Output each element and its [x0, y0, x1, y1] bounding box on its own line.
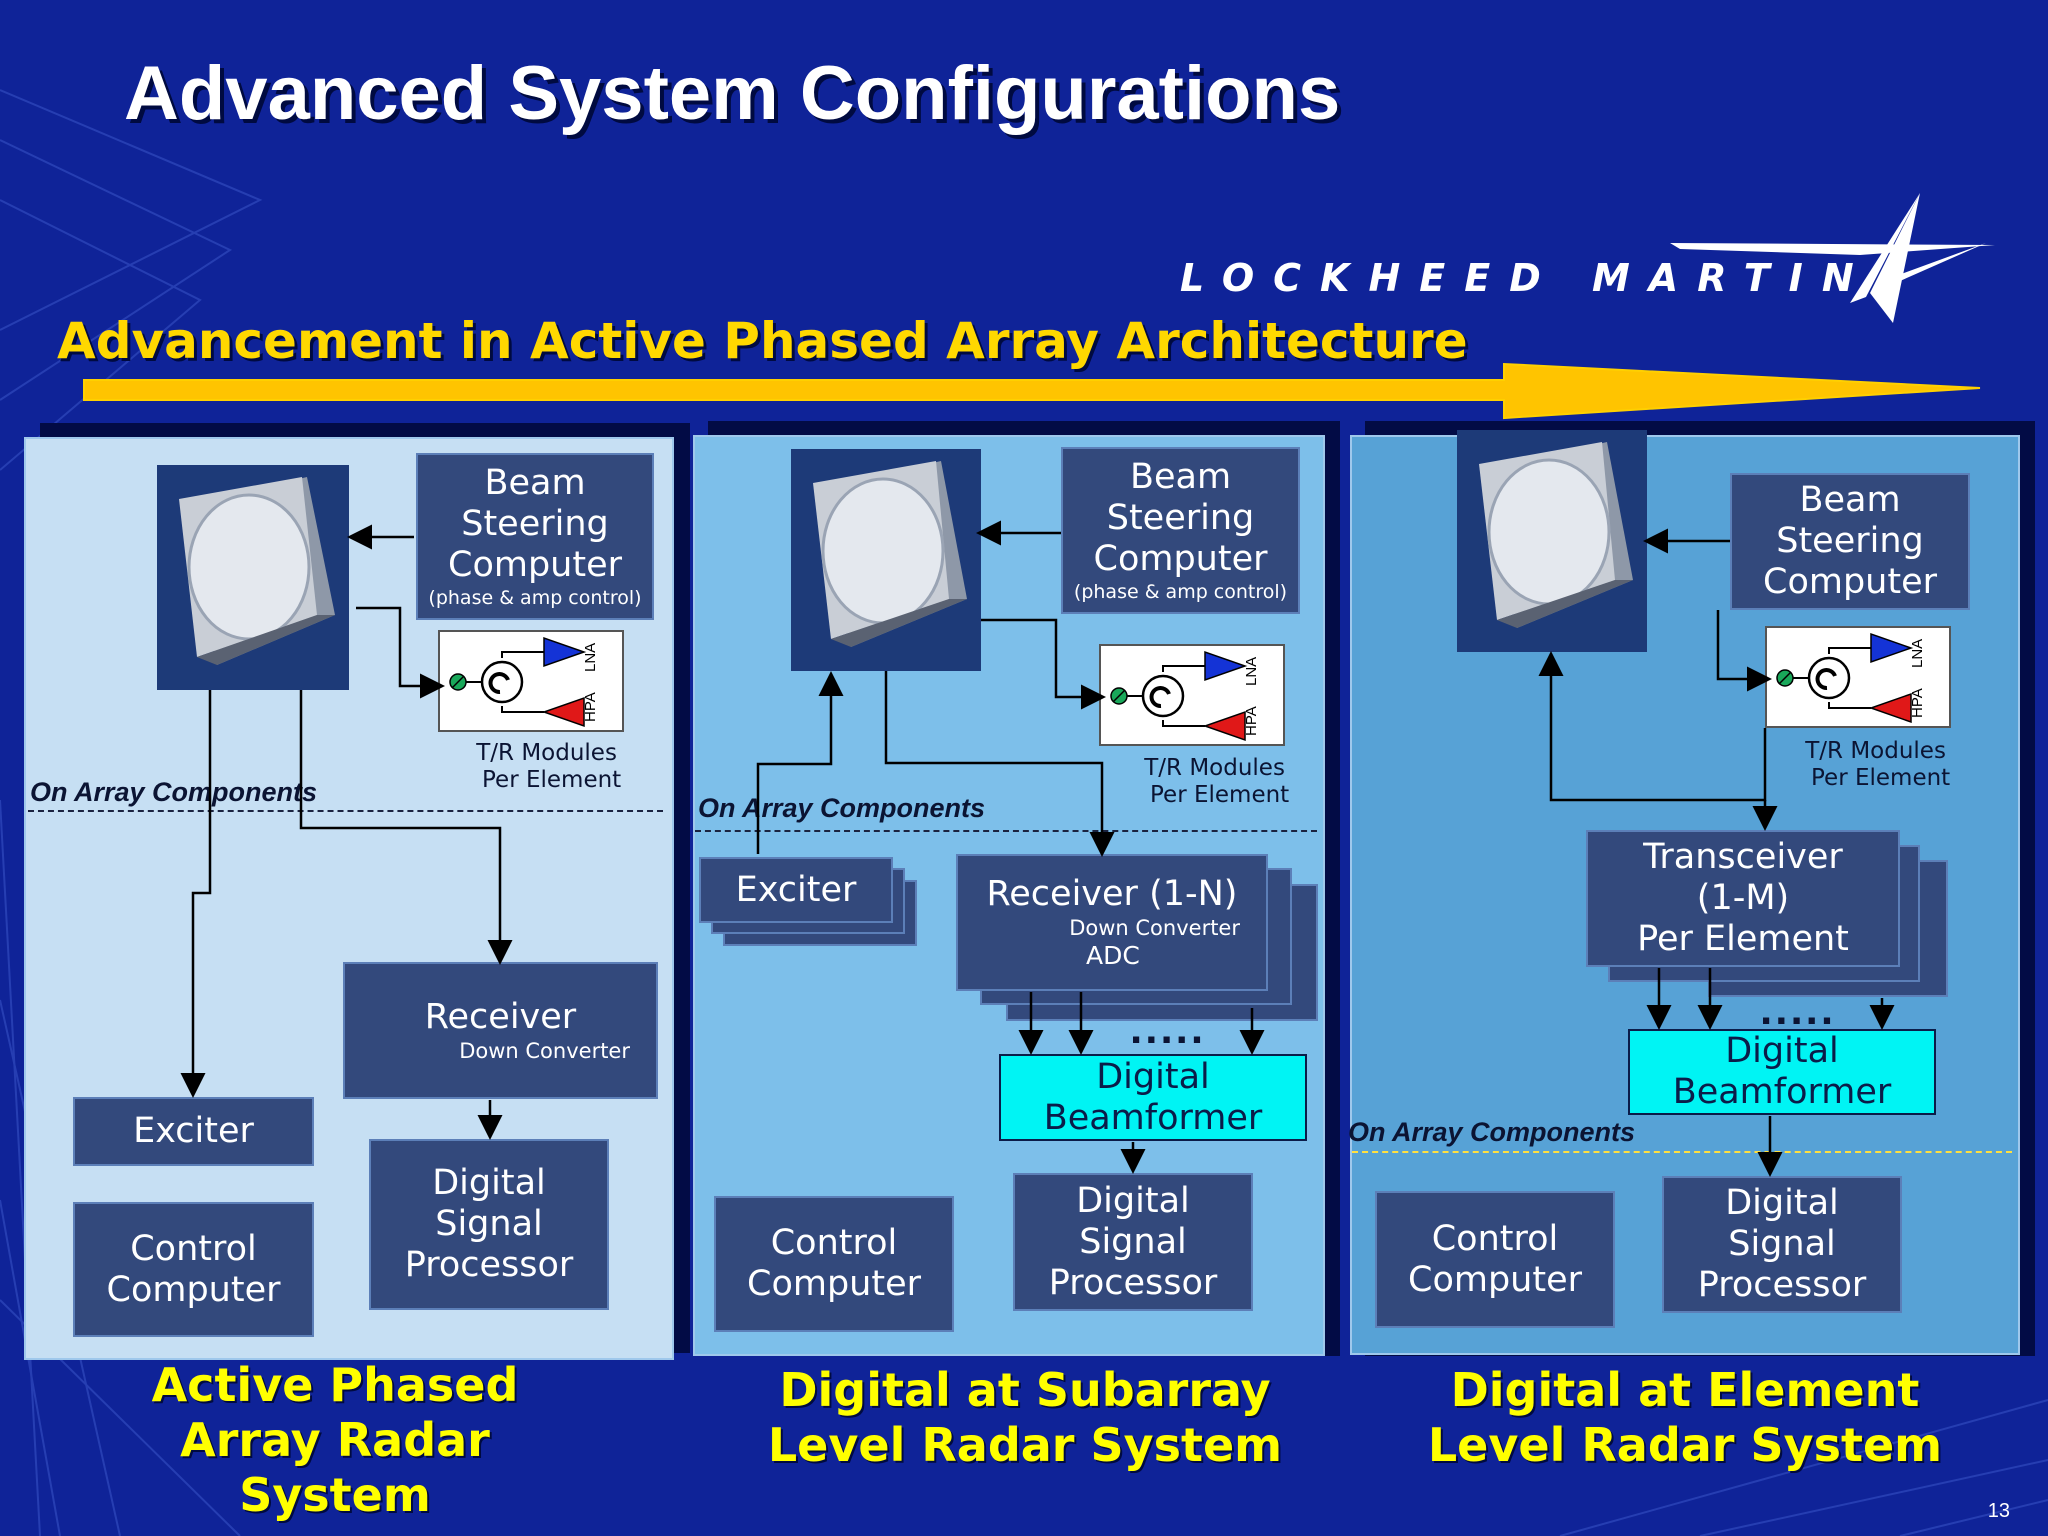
control-line: Computer: [1408, 1259, 1582, 1300]
lockheed-martin-logo-text: LOCKHEED MARTIN: [1180, 256, 1873, 300]
beam-steering-line: Beam: [484, 463, 586, 503]
beam-steering-line: Steering: [461, 504, 609, 544]
beam-steering-line: Computer: [448, 545, 622, 585]
beamformer-line: Digital: [1725, 1031, 1839, 1071]
dsp-line: Digital: [1076, 1180, 1190, 1221]
beam-steering-computer: Beam Steering Computer (phase & amp cont…: [416, 453, 654, 620]
beam-steering-line: Beam: [1799, 480, 1901, 520]
antenna-image: [157, 465, 349, 690]
dsp-line: Signal: [1079, 1221, 1187, 1262]
on-array-components-label: On Array Components: [1348, 1117, 1636, 1147]
on-array-divider: [28, 810, 663, 812]
lockheed-martin-star-icon: [1670, 193, 1995, 323]
arrow-tr-to-antenna: [1538, 651, 1767, 802]
beam-steering-line: Beam: [1129, 457, 1232, 497]
beamformer-line: Digital: [1096, 1056, 1210, 1097]
dsp-line: Signal: [435, 1204, 543, 1244]
exciter-label: Exciter: [735, 869, 857, 910]
digital-signal-processor-box: Digital Signal Processor: [369, 1139, 609, 1310]
control-computer-box: Control Computer: [1375, 1191, 1615, 1328]
exciter-label: Exciter: [133, 1111, 254, 1151]
beam-steering-note: (phase & amp control): [428, 587, 642, 609]
tr-modules-label: T/R Modules Per Element: [476, 740, 622, 793]
beam-steering-line: Computer: [1763, 562, 1937, 602]
control-computer-box: Control Computer: [714, 1196, 954, 1332]
dsp-line: Signal: [1728, 1224, 1836, 1264]
arrow-exciter-to-antenna: [756, 671, 844, 854]
transceiver-line: (1-M): [1696, 878, 1790, 918]
receiver-label: Receiver: [424, 997, 577, 1037]
dsp-line: Digital: [432, 1163, 546, 1203]
dsp-line: Digital: [1725, 1183, 1839, 1223]
arrow-antenna-to-exciter: [180, 690, 212, 1098]
tr-modules-label: T/R Modules Per Element: [1805, 738, 1951, 791]
arrow-antenna-to-receiver: [884, 671, 1115, 857]
antenna-image: [1457, 430, 1647, 652]
ellipsis-dots: .....: [1760, 985, 1837, 1034]
control-line: Control: [130, 1228, 257, 1269]
subtitle: Advancement in Active Phased Array Archi…: [57, 312, 1468, 370]
caption-digital-subarray: Digital at Subarray Level Radar System: [767, 1363, 1283, 1472]
dsp-line: Processor: [404, 1245, 574, 1285]
digital-beamformer-box: Digital Beamformer: [1628, 1029, 1936, 1115]
digital-signal-processor-box: Digital Signal Processor: [1013, 1173, 1253, 1311]
digital-beamformer-box: Digital Beamformer: [999, 1054, 1307, 1141]
page-number: 13: [1987, 1500, 2010, 1522]
dsp-line: Processor: [1697, 1265, 1867, 1305]
receiver-label: Receiver (1-N): [986, 874, 1238, 914]
on-array-divider: [1352, 1151, 2012, 1153]
beam-steering-line: Steering: [1106, 498, 1255, 538]
beamformer-line: Beamformer: [1043, 1097, 1263, 1138]
beam-steering-computer: Beam Steering Computer (phase & amp cont…: [1061, 447, 1300, 614]
exciter-box: Exciter: [699, 857, 893, 923]
beamformer-line: Beamformer: [1672, 1072, 1892, 1112]
beam-steering-note: (phase & amp control): [1073, 581, 1288, 603]
transceiver-box: Transceiver (1-M) Per Element: [1586, 830, 1900, 967]
arrow-antenna-to-receiver: [299, 690, 513, 965]
on-array-components-label: On Array Components: [30, 777, 318, 807]
control-computer-box: Control Computer: [73, 1202, 314, 1337]
dsp-line: Processor: [1048, 1262, 1218, 1303]
transceiver-line: Transceiver: [1643, 837, 1843, 877]
receiver-sub-label: Down Converter: [1069, 916, 1240, 940]
digital-signal-processor-box: Digital Signal Processor: [1662, 1176, 1902, 1313]
tr-modules-label: T/R Modules Per Element: [1144, 755, 1290, 808]
slide-title: Advanced System Configurations: [124, 51, 1341, 136]
control-line: Control: [1431, 1218, 1559, 1259]
beam-steering-computer: Beam Steering Computer: [1730, 473, 1970, 610]
beam-steering-line: Steering: [1776, 521, 1924, 561]
receiver-box: Receiver Down Converter: [343, 962, 658, 1099]
receiver-adc-label: ADC: [1086, 941, 1140, 970]
beam-steering-line: Computer: [1093, 539, 1268, 579]
control-line: Computer: [106, 1269, 281, 1310]
caption-active-phased: Active Phased Array Radar System: [151, 1358, 519, 1522]
caption-digital-element: Digital at Element Level Radar System: [1427, 1363, 1943, 1472]
receiver-sub-label: Down Converter: [459, 1039, 630, 1063]
on-array-components-label: On Array Components: [698, 793, 986, 823]
transceiver-line: Per Element: [1637, 919, 1849, 959]
control-line: Control: [770, 1223, 898, 1263]
progress-arrow: [83, 362, 1981, 420]
ellipsis-dots: .....: [1130, 1004, 1207, 1053]
on-array-divider: [695, 830, 1317, 832]
control-line: Computer: [747, 1264, 921, 1304]
exciter-box: Exciter: [73, 1097, 314, 1166]
antenna-image: [791, 449, 981, 671]
